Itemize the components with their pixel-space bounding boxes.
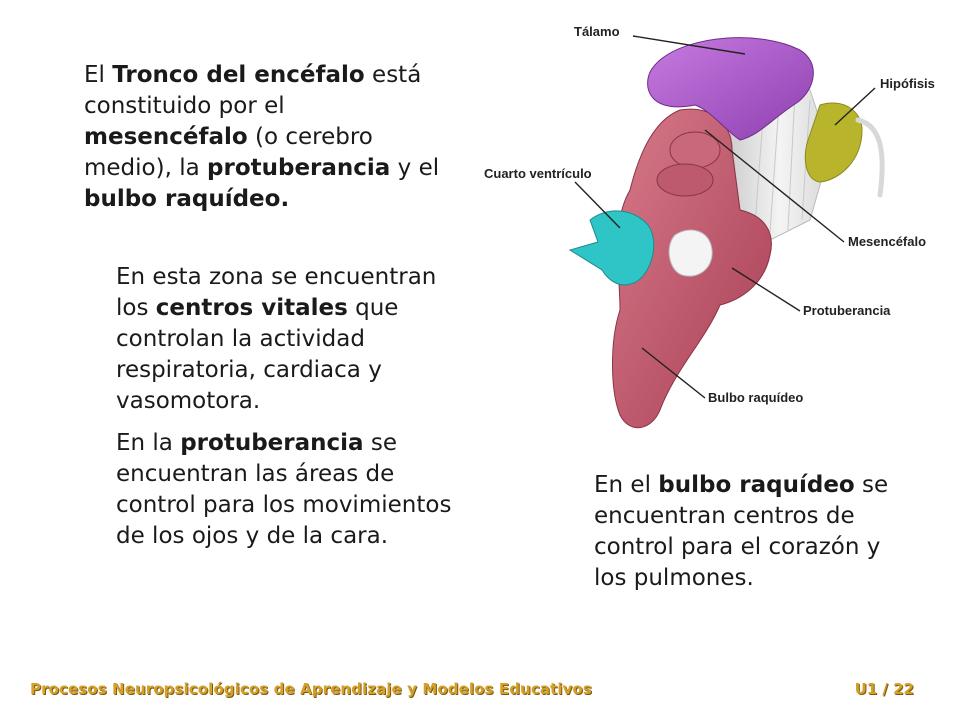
pointer-talamo (632, 35, 746, 55)
pointer-bulbo (641, 347, 706, 399)
label-cuarto-ventriculo: Cuarto ventrículo (484, 166, 592, 181)
text-span: se encuentran las áreas de control para … (116, 430, 452, 549)
bold-term: mesencéfalo (84, 124, 248, 150)
label-mesencefalo: Mesencéfalo (848, 234, 926, 249)
text-span: está constituido por el (84, 62, 422, 119)
colliculus-shape (669, 131, 721, 169)
footer-course-title: Procesos Neuropsicológicos de Aprendizaj… (30, 680, 592, 698)
text-span: En la (116, 430, 181, 456)
label-protuberancia: Protuberancia (803, 303, 891, 318)
pons-cut-shape (668, 229, 713, 277)
text-span: y el (390, 155, 440, 181)
text-span: (o cerebro medio), la (84, 124, 373, 181)
label-talamo: Tálamo (574, 24, 620, 39)
text-span: se encuentran centros de control para el… (594, 472, 889, 591)
pointer-cuarto-ventriculo (574, 181, 621, 229)
label-hipofisis: Hipófisis (880, 76, 935, 91)
bold-term: Tronco del encéfalo (112, 62, 365, 88)
paragraph-centros-vitales: En esta zona se encuentran los centros v… (116, 262, 456, 417)
thalamus-shape (647, 37, 814, 141)
brainstem-illustration: Tálamo Hipófisis Cuarto ventrículo Mesen… (484, 24, 935, 429)
bold-term: bulbo raquídeo (658, 472, 855, 498)
pituitary-shape (804, 102, 863, 183)
paragraph-tronco-encefalo: El Tronco del encéfalo está constituido … (84, 60, 454, 215)
pointer-hipofisis (834, 87, 876, 126)
bold-term: bulbo raquídeo. (84, 186, 290, 212)
paragraph-protuberancia: En la protuberancia se encuentran las ár… (116, 428, 456, 552)
colliculus-shape (656, 163, 714, 197)
fourth-ventricle-shape (568, 210, 655, 286)
bold-term: centros vitales (155, 295, 348, 321)
pointer-protuberancia (731, 267, 801, 312)
text-span: El (84, 62, 113, 88)
bold-term: protuberancia (207, 155, 391, 181)
label-bulbo-raquideo: Bulbo raquídeo (708, 390, 803, 405)
pituitary-stalk (855, 117, 885, 198)
paragraph-bulbo-raquideo: En el bulbo raquídeo se encuentran centr… (594, 470, 914, 594)
text-span: que controlan la actividad respiratoria,… (116, 295, 399, 414)
text-span: En el (594, 472, 659, 498)
text-span: En esta zona se encuentran los (116, 264, 437, 321)
bold-term: protuberancia (180, 430, 364, 456)
pointer-mesencefalo (704, 129, 845, 243)
page-number: U1 / 22 (854, 680, 914, 698)
